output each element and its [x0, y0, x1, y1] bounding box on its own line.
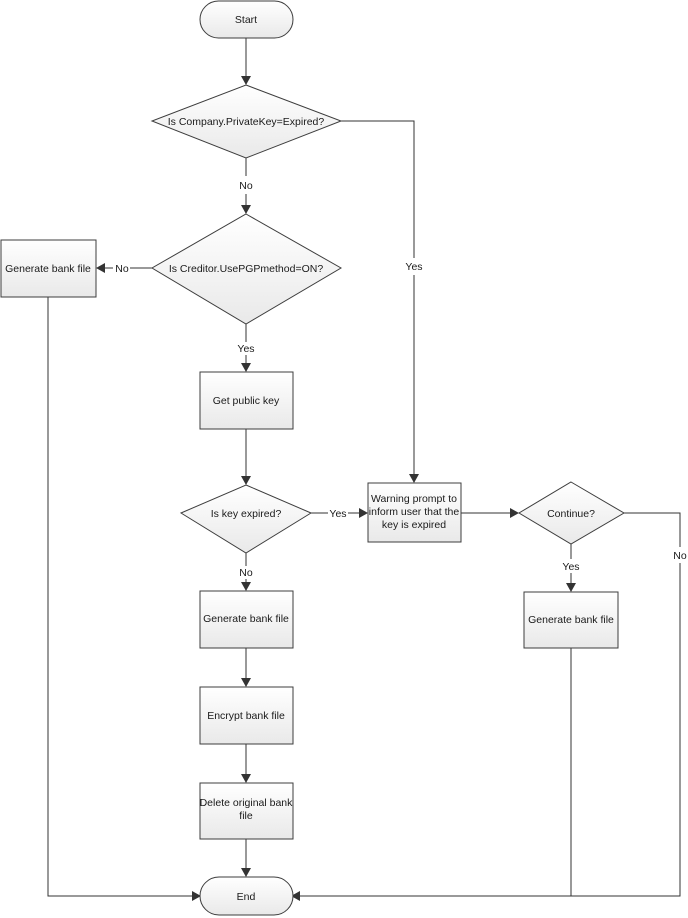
arrowhead [241, 868, 251, 877]
warning-prompt-node: Warning prompt to inform user that the k… [367, 482, 462, 543]
generate-bank-file-right-node: Generate bank file [523, 591, 619, 649]
edge-left-generate-to-end [47, 297, 192, 897]
key-expired-yes-label: Yes [329, 508, 346, 520]
arrowhead [192, 891, 201, 901]
use-pgp-decision: Is Creditor.UsePGPmethod=ON? [151, 213, 342, 325]
arrowhead [96, 263, 105, 273]
end-node: End [199, 876, 294, 916]
key-expired-decision: Is key expired? [179, 484, 313, 554]
use-pgp-yes-label: Yes [237, 343, 254, 355]
start-node: Start [199, 0, 294, 39]
generate-bank-file-left-label: Generate bank file [5, 263, 91, 275]
start-label: Start [235, 14, 257, 26]
generate-bank-file-center-node: Generate bank file [199, 590, 294, 649]
use-pgp-no-label: No [115, 263, 129, 275]
continue-yes-label: Yes [562, 561, 579, 573]
arrowhead [291, 891, 300, 901]
delete-original-node: Delete original bank file [199, 782, 294, 840]
encrypt-bank-file-label: Encrypt bank file [207, 710, 285, 722]
encrypt-bank-file-node: Encrypt bank file [199, 686, 294, 745]
use-pgp-question-label: Is Creditor.UsePGPmethod=ON? [169, 263, 324, 275]
arrowhead [241, 678, 251, 687]
private-key-question-label: Is Company.PrivateKey=Expired? [168, 116, 325, 128]
arrowhead [241, 76, 251, 85]
arrowhead [241, 205, 251, 214]
private-key-decision: Is Company.PrivateKey=Expired? [150, 84, 343, 159]
arrowhead [241, 476, 251, 485]
arrowhead [409, 474, 419, 483]
arrowhead [241, 363, 251, 372]
private-key-no-label: No [239, 180, 253, 192]
key-expired-no-label: No [239, 567, 253, 579]
continue-question-label: Continue? [547, 508, 595, 520]
arrowhead [241, 582, 251, 591]
generate-bank-file-right-label: Generate bank file [528, 614, 614, 626]
warning-prompt-line-2: inform user that the [369, 506, 460, 518]
arrowhead [359, 508, 368, 518]
delete-original-line-1: Delete original bank [200, 797, 294, 809]
edge-labels: No Yes No Yes Yes No Yes No [115, 180, 687, 579]
continue-decision: Continue? [518, 481, 625, 545]
continue-no-label: No [673, 550, 687, 562]
key-expired-question-label: Is key expired? [211, 508, 282, 520]
edges [47, 38, 681, 901]
nodes: Start Is Company.PrivateKey=Expired? Is … [0, 0, 625, 916]
private-key-yes-label: Yes [405, 261, 422, 273]
edge-private-key-yes-upper [341, 120, 415, 258]
warning-prompt-line-1: Warning prompt to [371, 493, 457, 505]
generate-bank-file-left-node: Generate bank file [0, 239, 97, 298]
edge-continue-no-lower [300, 563, 681, 897]
warning-prompt-line-3: key is expired [382, 519, 446, 531]
edge-continue-no-upper [624, 512, 681, 547]
arrowhead [510, 508, 519, 518]
end-label: End [237, 891, 256, 903]
get-public-key-node: Get public key [199, 371, 294, 430]
generate-bank-file-center-label: Generate bank file [203, 613, 289, 625]
arrowhead [566, 583, 576, 592]
get-public-key-label: Get public key [213, 395, 280, 407]
arrowhead [241, 774, 251, 783]
delete-original-line-2: file [239, 810, 253, 822]
